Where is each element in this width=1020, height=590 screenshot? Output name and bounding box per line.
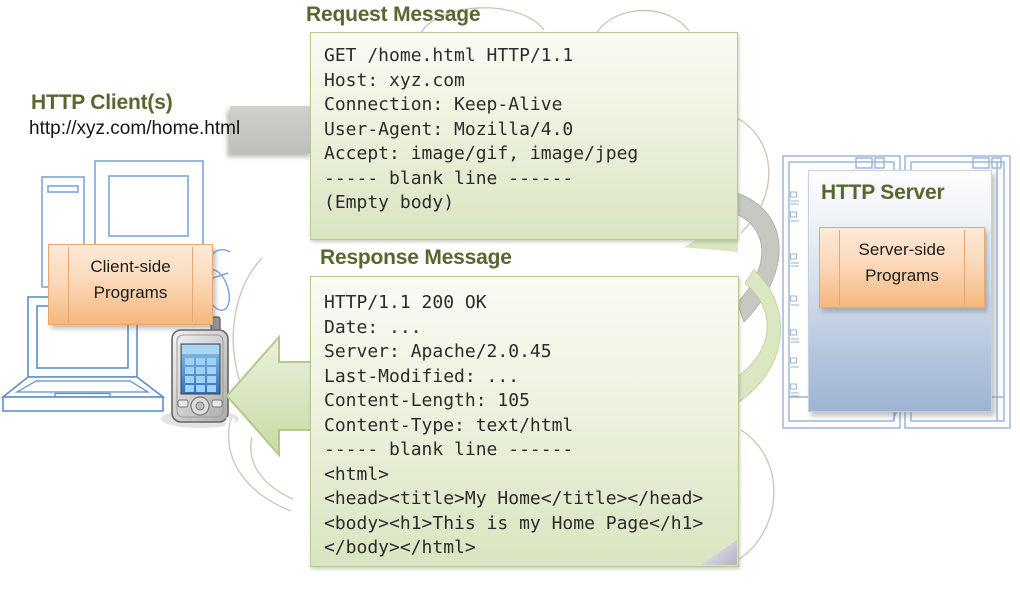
- http-server-panel: HTTP Server Server-side Programs: [808, 170, 992, 412]
- code-line: Content-Length: 105: [324, 390, 530, 411]
- response-arrow-icon: [225, 334, 323, 458]
- client-url: http://xyz.com/home.html: [29, 118, 241, 139]
- code-line: Content-Type: text/html: [324, 414, 574, 436]
- code-line: </body></html>: [324, 537, 476, 558]
- code-line: HTTP/1.1 200 OK: [324, 292, 487, 313]
- client-programs-label-line2: Programs: [93, 283, 168, 302]
- code-line: Last-Modified: ...: [324, 365, 520, 387]
- cloud-icon: [232, 7, 775, 560]
- client-programs-label-line1: Client-side: [90, 257, 171, 276]
- request-message-title: Request Message: [306, 3, 481, 26]
- code-line: User-Agent: Mozilla/4.0: [324, 118, 574, 140]
- request-ribbon-start: [230, 106, 313, 153]
- client-side-programs-box: Client-side Programs: [48, 244, 213, 325]
- code-line: (Empty body): [324, 192, 455, 213]
- server-rack-details: [790, 191, 799, 397]
- server-programs-label-line2: Programs: [865, 266, 939, 285]
- code-line: Accept: image/gif, image/jpeg: [324, 143, 639, 164]
- code-line: Date: ...: [324, 316, 422, 338]
- code-line: <body><h1>This is my Home Page</h1>: [324, 512, 704, 534]
- code-line: <html>: [324, 463, 390, 485]
- server-title: HTTP Server: [821, 181, 945, 204]
- client-title: HTTP Client(s): [31, 91, 173, 114]
- code-line: ----- blank line ------: [324, 439, 574, 460]
- response-message-title: Response Message: [320, 246, 512, 269]
- server-side-programs-box: Server-side Programs: [819, 227, 985, 308]
- server-programs-label-line1: Server-side: [858, 240, 946, 259]
- laptop-icon: [0, 296, 166, 412]
- cloud-edge: [224, 416, 295, 516]
- code-line: ----- blank line ------: [324, 167, 574, 189]
- code-line: Server: Apache/2.0.45: [324, 341, 552, 362]
- response-message-bubble: HTTP/1.1 200 OK Date: ... Server: Apache/2…: [310, 276, 739, 567]
- response-ribbon-arrow: [735, 269, 782, 403]
- response-message-code: HTTP/1.1 200 OK Date: ... Server: Apache/2…: [311, 277, 738, 561]
- code-line: GET /home.html HTTP/1.1: [324, 45, 574, 66]
- code-line: Host: xyz.com: [324, 69, 465, 91]
- code-line: Connection: Keep-Alive: [324, 94, 563, 115]
- code-line: <head><title>My Home</title></head>: [324, 488, 704, 509]
- pda-icon: [161, 316, 239, 428]
